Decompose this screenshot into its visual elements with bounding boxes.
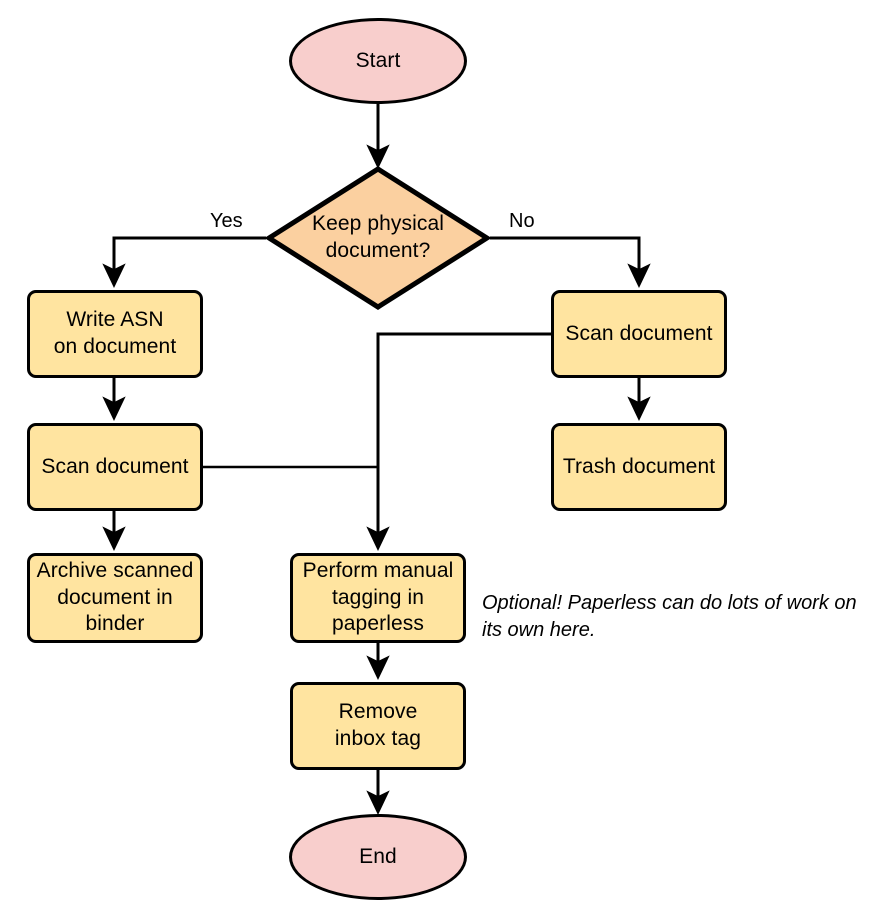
- edge-scan-right-to-tagging: [366, 332, 553, 552]
- edge-label-no: No: [509, 210, 535, 232]
- node-end-label: End: [359, 844, 397, 868]
- node-keep-physical-document-label: Keep physical document?: [311, 212, 445, 262]
- edge-label-yes: Yes: [210, 210, 243, 232]
- node-remove-inbox-tag-label: Remove inbox tag: [334, 700, 422, 750]
- node-keep-physical-document[interactable]: Keep physical document?: [266, 166, 490, 310]
- diamond-shape: [266, 166, 490, 310]
- node-perform-manual-tagging[interactable]: Perform manual tagging in paperless: [290, 553, 466, 643]
- node-trash-document[interactable]: Trash document: [551, 423, 727, 511]
- node-write-asn[interactable]: Write ASN on document: [27, 290, 203, 378]
- node-scan-document-left[interactable]: Scan document: [27, 423, 203, 511]
- annotation-optional-note: Optional! Paperless can do lots of work …: [482, 592, 857, 641]
- node-trash-document-label: Trash document: [562, 454, 716, 478]
- node-perform-manual-tagging-label: Perform manual tagging in paperless: [302, 558, 454, 636]
- node-write-asn-label: Write ASN on document: [53, 308, 177, 358]
- node-scan-document-right[interactable]: Scan document: [551, 290, 727, 378]
- node-end[interactable]: End: [289, 814, 467, 900]
- node-start[interactable]: Start: [289, 18, 467, 104]
- node-scan-document-left-label: Scan document: [41, 454, 189, 478]
- edge-decision-yes-to-write-asn: [102, 236, 266, 289]
- node-archive-scanned-document-label: Archive scanned document in binder: [36, 558, 194, 636]
- edge-decision-no-to-scan-right: [490, 236, 651, 289]
- node-archive-scanned-document[interactable]: Archive scanned document in binder: [27, 553, 203, 643]
- node-scan-document-right-label: Scan document: [565, 321, 713, 345]
- node-remove-inbox-tag[interactable]: Remove inbox tag: [290, 682, 466, 770]
- node-start-label: Start: [355, 48, 401, 72]
